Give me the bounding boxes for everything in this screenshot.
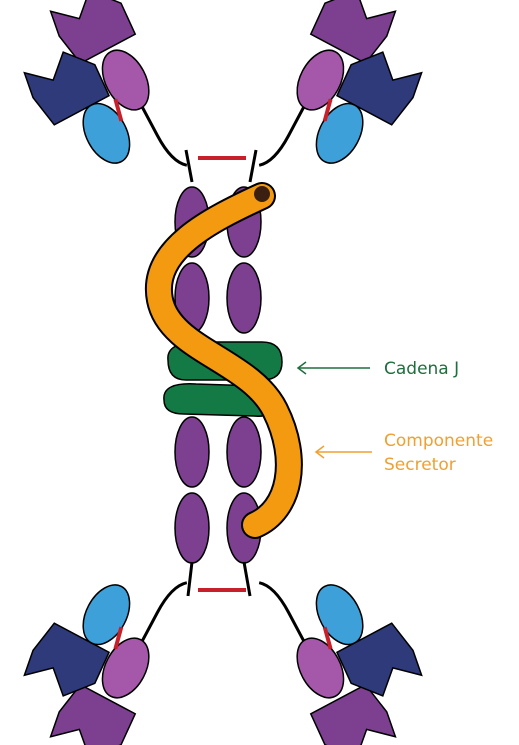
bottom-right-fab-arm xyxy=(243,534,445,745)
top-right-fab-arm xyxy=(243,0,445,214)
secretory-label-line2: Secretor xyxy=(384,455,456,475)
j-chain-label: Cadena J xyxy=(384,359,459,379)
secretory-label-line1: Componente xyxy=(384,431,493,451)
lower-fc-domains xyxy=(175,417,261,563)
j-chain-callout: Cadena J xyxy=(298,359,459,379)
secretory-component-callout: Componente Secretor xyxy=(316,431,493,475)
top-left-fab-arm xyxy=(1,0,203,214)
bottom-left-fab-arm xyxy=(1,534,203,745)
